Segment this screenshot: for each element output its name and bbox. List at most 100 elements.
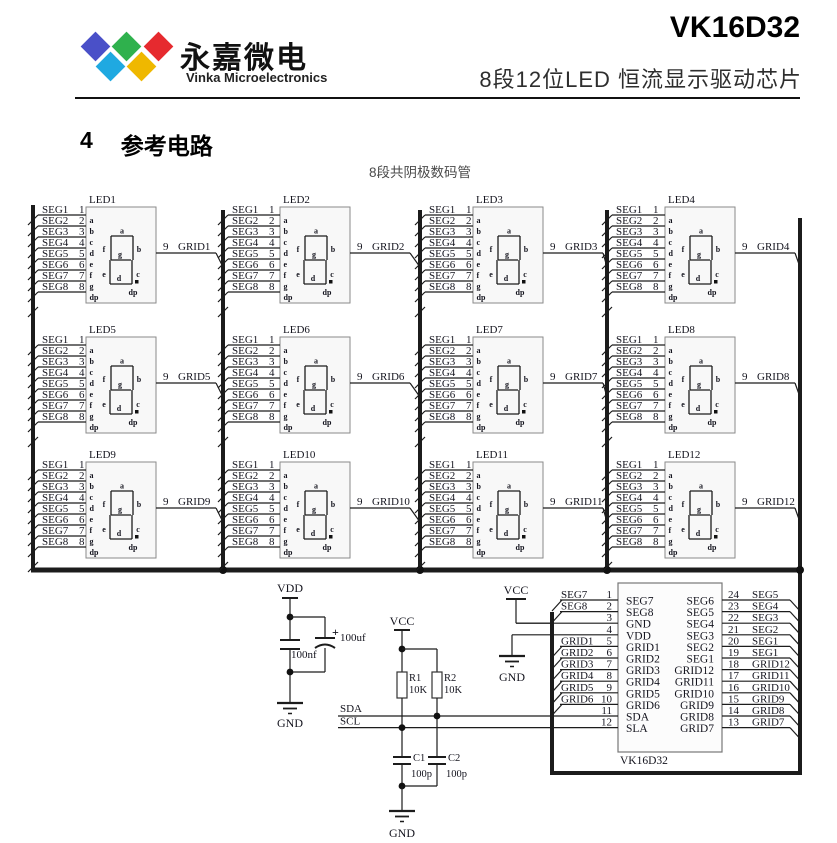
led-pin-name: b <box>284 357 289 366</box>
led-pin-name: b <box>284 482 289 491</box>
led-pin-name: g <box>90 537 94 546</box>
pin-number: 5 <box>607 635 613 647</box>
junction-dot <box>796 566 804 574</box>
bus-tap <box>217 366 229 378</box>
bus-tap <box>551 692 563 705</box>
seg-net-label: SEG1 <box>42 459 68 471</box>
seg-pin-number: 2 <box>466 215 472 227</box>
seg-pin-number: 3 <box>79 481 85 493</box>
resistor-name: R2 <box>444 673 456 684</box>
bus-tap <box>217 399 229 411</box>
bus-tap <box>217 306 229 318</box>
cap-name: C2 <box>448 753 460 764</box>
bus-tap <box>217 258 229 270</box>
chip-pin-name: GRID11 <box>675 677 714 689</box>
bus-tap <box>27 491 39 503</box>
led-pin-name: d <box>477 379 482 388</box>
seg-pin-number: 5 <box>653 503 659 515</box>
led-pin-name: g <box>669 537 673 546</box>
cap-plus-sign: + <box>332 625 339 639</box>
seg-pin-number: 2 <box>269 345 275 357</box>
led-pin-name: d <box>284 504 289 513</box>
seg-pin-number: 3 <box>269 226 275 238</box>
led-pin-name: dp <box>477 548 486 557</box>
chip-pin-name: GRID9 <box>680 700 714 712</box>
glyph-label-c: c <box>715 270 719 279</box>
sda-label: SDA <box>340 703 362 715</box>
led-box <box>472 461 544 559</box>
bus-tap <box>414 366 426 378</box>
bus-tap <box>601 225 613 237</box>
bus-tap <box>414 513 426 525</box>
glyph-label-g: g <box>505 380 509 389</box>
glyph-label-a: a <box>314 482 318 491</box>
dp-dot <box>714 535 718 539</box>
bus-tap <box>217 410 229 422</box>
seg-net-label: SEG5 <box>232 503 259 515</box>
pin-number: 6 <box>607 647 613 659</box>
seg-pin-number: 6 <box>653 389 659 401</box>
seg-pin-number: 3 <box>466 481 472 493</box>
glyph-label-b: b <box>524 245 529 254</box>
header-rule <box>75 97 800 99</box>
seg-pin-number: 4 <box>653 492 659 504</box>
bus-tap <box>27 236 39 248</box>
led-box <box>279 461 351 559</box>
seg-pin-number: 7 <box>79 525 85 537</box>
led-name: LED6 <box>283 324 310 336</box>
bus-tap <box>551 680 563 693</box>
glyph-label-c: c <box>715 525 719 534</box>
seg-pin-number: 6 <box>79 389 85 401</box>
glyph-label-d: d <box>504 274 509 283</box>
bus-tap <box>601 535 613 547</box>
pin-number: 16 <box>728 682 740 694</box>
led-pin-name: dp <box>669 293 678 302</box>
seg-net-label: SEG4 <box>616 237 643 249</box>
seg-net-label: SEG6 <box>232 259 259 271</box>
pin-number: 24 <box>728 589 740 601</box>
seg-net-label: SEG4 <box>42 492 69 504</box>
cap-value: 100uf <box>340 632 366 644</box>
seg-pin-number: 4 <box>269 367 275 379</box>
glyph-label-e: e <box>102 270 106 279</box>
glyph-label-f: f <box>103 500 106 509</box>
seg-pin-number: 4 <box>269 492 275 504</box>
bus-tap <box>414 236 426 248</box>
bus-tap <box>414 524 426 536</box>
bus-tap <box>601 306 613 318</box>
seg-net-label: SEG3 <box>616 226 643 238</box>
grid-net-label: GRID1 <box>178 241 210 253</box>
bus-tap <box>217 561 229 573</box>
bus-tap <box>217 535 229 547</box>
part-number: VK16D32 <box>669 11 800 44</box>
glyph-label-e: e <box>296 525 300 534</box>
seg-net-label: SEG5 <box>429 248 456 260</box>
seg-net-label: SEG8 <box>616 281 643 293</box>
vdd-label: VDD <box>277 581 303 595</box>
led-pin-name: b <box>477 482 482 491</box>
led-pin-name: e <box>284 515 288 524</box>
bus-tap <box>789 727 801 740</box>
bus-tap <box>414 469 426 481</box>
led-pin-name: e <box>284 260 288 269</box>
led-box <box>664 461 736 559</box>
bus-tap <box>789 657 801 670</box>
led-pin-name: a <box>90 471 94 480</box>
seg-pin-number: 7 <box>79 400 85 412</box>
glyph-label-a: a <box>699 227 703 236</box>
led-pin-name: c <box>477 368 481 377</box>
seg-net-label: SEG6 <box>616 514 643 526</box>
seg-net-label: SEG7 <box>232 525 259 537</box>
led-pin-name: b <box>477 357 482 366</box>
glyph-label-g: g <box>697 380 701 389</box>
glyph-label-dp: dp <box>516 418 525 427</box>
seg-pin-number: 6 <box>269 259 275 271</box>
bus-tap <box>789 645 801 658</box>
seg-pin-number: 8 <box>653 536 659 548</box>
glyph-label-dp: dp <box>516 543 525 552</box>
led-pin-name: d <box>90 379 95 388</box>
bus-tap <box>27 280 39 292</box>
seg-pin-number: 5 <box>466 248 472 260</box>
glyph-label-g: g <box>118 380 122 389</box>
led-pin-name: a <box>477 216 481 225</box>
